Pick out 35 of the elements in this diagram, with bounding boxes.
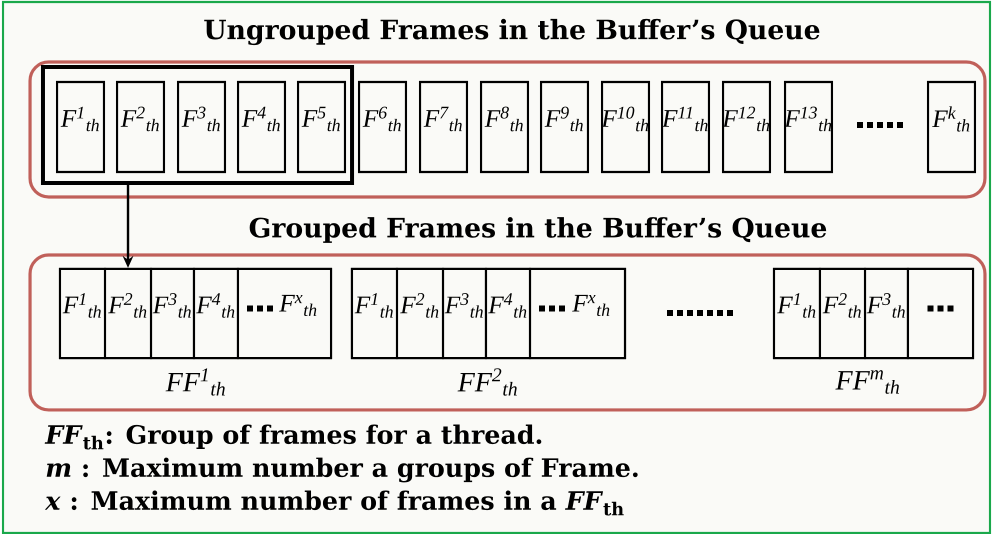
frame-cell: F$^{1}$th bbox=[350, 268, 398, 360]
frame-cell: F$^{2}$th bbox=[104, 268, 152, 360]
frame-cell: F$^{3}$th bbox=[150, 268, 196, 360]
frame-box: F$^{2}$th bbox=[116, 80, 166, 174]
frame-box: F$^{k}$th bbox=[926, 80, 976, 174]
note: m : Maximum number a groups of Frame. bbox=[46, 458, 638, 482]
heading: Ungrouped Frames in the Buffer’s Queue bbox=[204, 18, 820, 46]
frame-cell: F$^{1}$th bbox=[772, 268, 822, 360]
group-box bbox=[40, 65, 354, 185]
frame-cell: F$^{1}$th bbox=[58, 268, 106, 360]
note: x : Maximum number of frames in a FF$_{th}$ bbox=[44, 490, 624, 516]
frame-cell: F$^{2}$th bbox=[818, 268, 866, 360]
heading: Grouped Frames in the Buffer’s Queue bbox=[250, 217, 826, 243]
frame-box: F$^{4}$th bbox=[236, 80, 286, 174]
frame-box: F$^{7}$th bbox=[418, 80, 468, 174]
frame-cell: F$^{4}$th bbox=[484, 268, 532, 360]
group-label: FF$^{2}$th bbox=[458, 368, 517, 396]
frame-box: F$^{5}$th bbox=[296, 80, 346, 174]
frame-cell: F$^{4}$th bbox=[192, 268, 240, 360]
frame-box: F$^{9}$th bbox=[540, 80, 590, 174]
frame-box: F$^{13}$th bbox=[784, 80, 834, 174]
frame-box: F$^{12}$th bbox=[722, 80, 772, 174]
frame-box: F$^{8}$th bbox=[480, 80, 530, 174]
note: FF$_{th}$: Group of frames for a thread. bbox=[44, 424, 542, 450]
frame-cell: F$^{2}$th bbox=[396, 268, 444, 360]
frame-box: F$^{1}$th bbox=[56, 80, 106, 174]
group-label: FF$^{1}$th bbox=[166, 368, 225, 396]
frame-box: F$^{11}$th bbox=[660, 80, 710, 174]
frame-cell bbox=[906, 268, 974, 360]
group-label: FF$^{m}$th bbox=[835, 370, 899, 394]
frame-box: F$^{6}$th bbox=[358, 80, 408, 174]
frame-box: F$^{3}$th bbox=[176, 80, 226, 174]
frame-cell: F$^{3}$th bbox=[442, 268, 488, 360]
frame-box: F$^{10}$th bbox=[600, 80, 650, 174]
frame-cell: F$^{3}$th bbox=[864, 268, 910, 360]
